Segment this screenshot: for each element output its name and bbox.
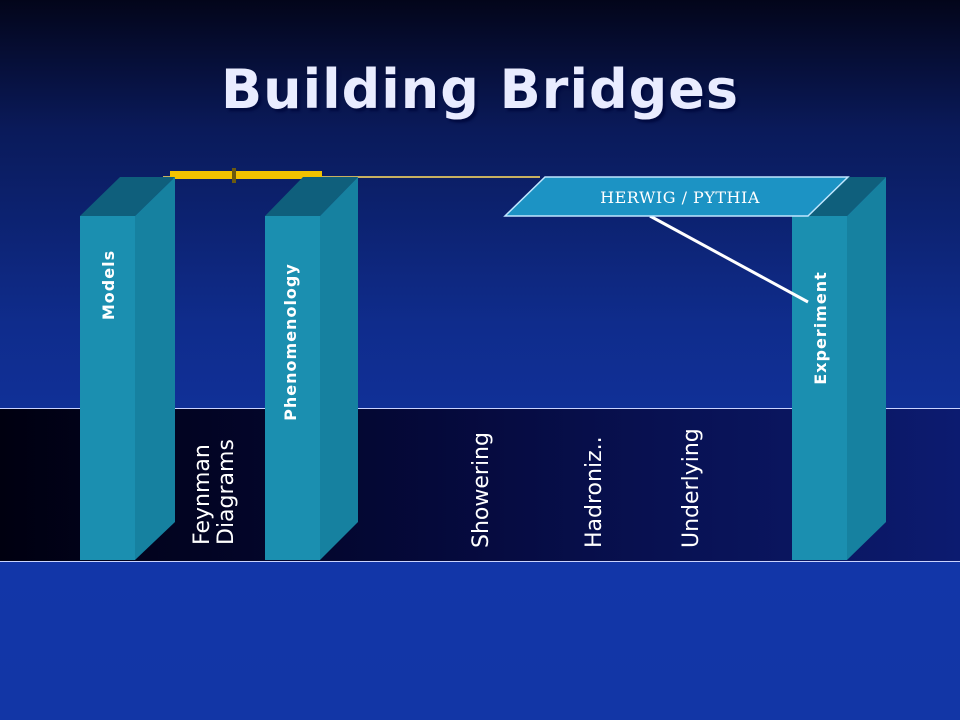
bridge-plank [170,171,322,179]
callout-label: HERWIG / PYTHIA [600,187,760,207]
band-label-feynman-line1: Feynman [190,444,215,545]
band-label-underlying: Underlying [679,428,704,548]
pillar-label-phenomenology: Phenomenology [281,263,300,421]
band-label-hadronization: Hadroniz.. [582,436,607,548]
callout-connector [649,214,809,304]
band-label-feynman-line2: Diagrams [214,439,239,545]
pillar-label-models: Models [99,249,118,321]
pillar-experiment [792,177,886,560]
slide-title: Building Bridges [220,58,740,121]
band-label-showering: Showering [469,432,494,548]
bridge-joint [232,168,236,183]
pillar-label-experiment: Experiment [811,271,830,385]
band-label-feynman: Feynman Diagrams [190,415,239,545]
callout-box [503,176,850,217]
pillar-models [80,177,175,560]
pillar-phenomenology [265,177,358,560]
